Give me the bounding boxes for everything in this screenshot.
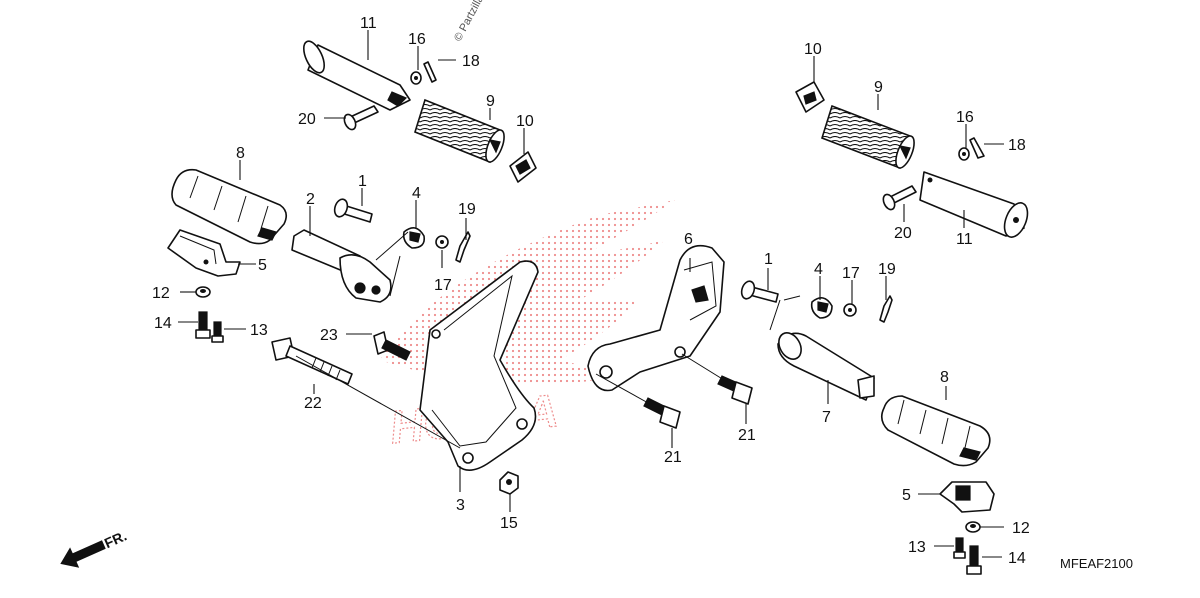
left-washer-17 — [435, 235, 449, 249]
right-spring-4 — [810, 297, 833, 319]
callout-4-right: 4 — [814, 261, 823, 278]
callout-21-b: 21 — [738, 427, 756, 444]
callout-1-left: 1 — [358, 173, 367, 190]
left-pin-1 — [333, 198, 373, 223]
right-pivot-pin-20 — [882, 185, 917, 211]
callout-11-right: 11 — [956, 231, 973, 248]
callout-18-left: 18 — [462, 53, 480, 70]
right-bolt-13 — [953, 537, 966, 559]
right-cotter-pin-18 — [969, 137, 985, 159]
bolt-21-a — [643, 397, 681, 429]
callout-5-right: 5 — [902, 487, 911, 504]
right-washer-16 — [958, 147, 970, 161]
callout-8-right: 8 — [940, 369, 949, 386]
callout-19-left: 19 — [458, 201, 476, 218]
left-bolt-14 — [195, 311, 211, 339]
left-peg-rubber-9 — [414, 98, 505, 164]
right-washer-10 — [795, 81, 825, 113]
callout-17-left: 17 — [434, 277, 452, 294]
callout-17-right: 17 — [842, 265, 860, 282]
callout-6: 6 — [684, 231, 693, 248]
front-label: FR. — [102, 527, 129, 551]
left-spring-4 — [402, 227, 426, 249]
left-footpeg-2 — [291, 229, 392, 303]
callout-21-a: 21 — [664, 449, 682, 466]
callout-numbers: 11 16 18 20 9 10 8 1 2 4 19 5 17 12 14 1… — [152, 15, 1030, 567]
callout-4-left: 4 — [412, 185, 421, 202]
callout-16-right: 16 — [956, 109, 974, 126]
callout-12-left: 12 — [152, 285, 170, 302]
left-rubber-bracket-5 — [167, 229, 241, 277]
left-washer-16 — [410, 71, 422, 85]
callout-10-right: 10 — [804, 41, 822, 58]
callout-2-left: 2 — [306, 191, 315, 208]
left-step-rubber-8 — [171, 168, 288, 245]
callout-23: 23 — [320, 327, 338, 344]
bolt-21-b — [717, 375, 753, 405]
callout-9-left: 9 — [486, 93, 495, 110]
left-cotter-pin-18 — [423, 61, 437, 83]
left-bracket-3 — [419, 260, 539, 471]
right-step-rubber-8 — [880, 395, 991, 467]
right-peg-pin — [919, 171, 1029, 238]
callout-7-right: 7 — [822, 409, 831, 426]
left-bolt-13 — [211, 321, 224, 343]
right-rubber-bracket-5 — [939, 481, 995, 513]
callout-11-left: 11 — [360, 15, 377, 32]
callout-22: 22 — [304, 395, 322, 412]
callout-8-left: 8 — [236, 145, 245, 162]
callout-20-left: 20 — [298, 111, 316, 128]
bolt-23 — [373, 331, 411, 361]
callout-13-left: 13 — [250, 322, 268, 339]
front-direction-indicator: FR. — [60, 527, 129, 568]
right-nut-12 — [965, 521, 981, 533]
nut-15 — [499, 471, 519, 495]
right-peg-rubber-9 — [821, 104, 915, 170]
callout-16-left: 16 — [408, 31, 426, 48]
leader-lines — [178, 30, 1004, 558]
callout-18-right: 18 — [1008, 137, 1026, 154]
left-peg-pin — [302, 40, 411, 111]
callout-19-right: 19 — [878, 261, 896, 278]
right-washer-17 — [843, 303, 857, 317]
callout-12-right: 12 — [1012, 520, 1030, 537]
callout-10-left: 10 — [516, 113, 534, 130]
callout-15: 15 — [500, 515, 518, 532]
callout-3: 3 — [456, 497, 465, 514]
right-pin-1 — [740, 280, 779, 303]
left-nut-12 — [195, 286, 211, 298]
callout-20-right: 20 — [894, 225, 912, 242]
callout-5-left: 5 — [258, 257, 267, 274]
callout-1-right: 1 — [764, 251, 773, 268]
partzilla-watermark: © Partzilla — [452, 0, 487, 43]
right-cotter-pin-19 — [879, 295, 893, 323]
left-washer-10 — [509, 151, 537, 183]
callout-14-right: 14 — [1008, 550, 1026, 567]
long-bolt-22 — [271, 337, 353, 385]
right-bolt-14 — [966, 545, 982, 575]
callout-14-left: 14 — [154, 315, 172, 332]
left-cotter-pin-19 — [455, 231, 471, 263]
callout-13-right: 13 — [908, 539, 926, 556]
callout-9-right: 9 — [874, 79, 883, 96]
left-pivot-pin-20 — [343, 105, 379, 131]
diagram-code: MFEAF2100 — [1060, 556, 1133, 571]
right-footpeg-7 — [777, 332, 875, 401]
right-bracket-6 — [587, 244, 725, 392]
